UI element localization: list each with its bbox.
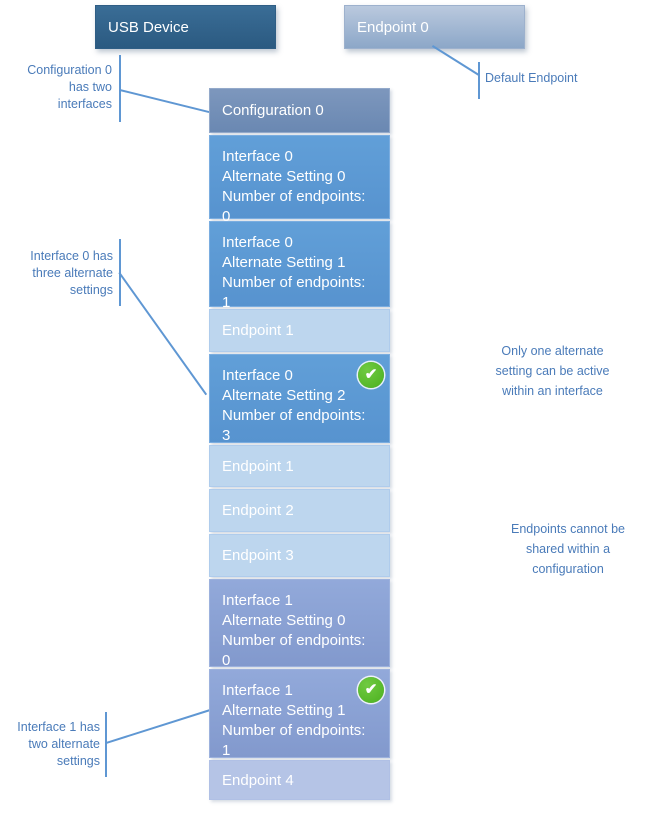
- endpoint-0-label: Endpoint 0: [357, 18, 429, 36]
- usb-device-label: USB Device: [108, 18, 189, 36]
- callout-vline-configuration: [119, 55, 121, 122]
- box-label-line: Interface 1: [222, 592, 293, 609]
- endpoint-1-box: Endpoint 1: [209, 309, 390, 352]
- box-label-line: Interface 1: [222, 682, 293, 699]
- box-label-line: Number of endpoints: 1: [222, 274, 366, 311]
- configuration-stack: Configuration 0 Interface 0 Alternate Se…: [209, 88, 390, 800]
- interface-1-note: Interface 1 has two alternate settings: [17, 720, 100, 768]
- active-check-icon: ✔: [358, 362, 384, 388]
- box-label: Endpoint 1: [222, 457, 294, 475]
- callout-diagonal-interface-1: [106, 709, 211, 744]
- interface-0-alt-setting-0-box: Interface 0 Alternate Setting 0 Number o…: [209, 135, 390, 225]
- box-label-line: Number of endpoints: 3: [222, 407, 366, 444]
- box-label-line: Interface 0: [222, 234, 293, 251]
- box-label: Endpoint 1: [222, 322, 294, 339]
- callout-diagonal-interface-0: [118, 272, 208, 395]
- usb-device-box: USB Device: [95, 5, 276, 49]
- callout-diagonal-default-endpoint: [432, 45, 480, 76]
- configuration-0-box: Configuration 0: [209, 88, 390, 133]
- endpoints-shared-note: Endpoints cannot be shared within a conf…: [511, 522, 625, 576]
- box-label: Endpoint 4: [222, 771, 294, 789]
- callout-vline-default-endpoint: [478, 62, 480, 99]
- configuration-note: Configuration 0 has two interfaces: [27, 63, 112, 111]
- box-label-line: Alternate Setting 1: [222, 702, 346, 719]
- endpoint-1-box-2: Endpoint 1: [209, 445, 390, 487]
- box-label-line: Number of endpoints: 1: [222, 722, 366, 759]
- box-label-line: Alternate Setting 0: [222, 612, 346, 629]
- default-endpoint-note: Default Endpoint: [485, 71, 578, 85]
- callout-diagonal-configuration: [119, 89, 210, 113]
- box-label-line: Number of endpoints: 0: [222, 188, 366, 225]
- box-label: Endpoint 2: [222, 502, 294, 519]
- endpoint-4-box: Endpoint 4: [209, 760, 390, 800]
- box-label-line: Interface 0: [222, 148, 293, 165]
- interface-1-alt-setting-1-box: Interface 1 Alternate Setting 1 Number o…: [209, 669, 390, 759]
- active-check-icon: ✔: [358, 677, 384, 703]
- interface-0-note: Interface 0 has three alternate settings: [30, 249, 113, 297]
- box-label-line: Alternate Setting 1: [222, 254, 346, 271]
- box-label-line: Alternate Setting 0: [222, 168, 346, 185]
- alternate-setting-note: Only one alternate setting can be active…: [495, 344, 610, 398]
- endpoint-2-box: Endpoint 2: [209, 489, 390, 532]
- callout-vline-interface-1: [105, 712, 107, 777]
- interface-0-alt-setting-2-box: Interface 0 Alternate Setting 2 Number o…: [209, 354, 390, 444]
- box-label-line: Number of endpoints: 0: [222, 632, 366, 669]
- endpoint-3-box: Endpoint 3: [209, 534, 390, 577]
- interface-0-alt-setting-1-box: Interface 0 Alternate Setting 1 Number o…: [209, 221, 390, 311]
- box-label-line: Alternate Setting 2: [222, 387, 346, 404]
- box-label: Configuration 0: [222, 102, 324, 119]
- box-label-line: Interface 0: [222, 367, 293, 384]
- interface-1-alt-setting-0-box: Interface 1 Alternate Setting 0 Number o…: [209, 579, 390, 669]
- endpoint-0-box: Endpoint 0: [344, 5, 525, 49]
- box-label: Endpoint 3: [222, 547, 294, 564]
